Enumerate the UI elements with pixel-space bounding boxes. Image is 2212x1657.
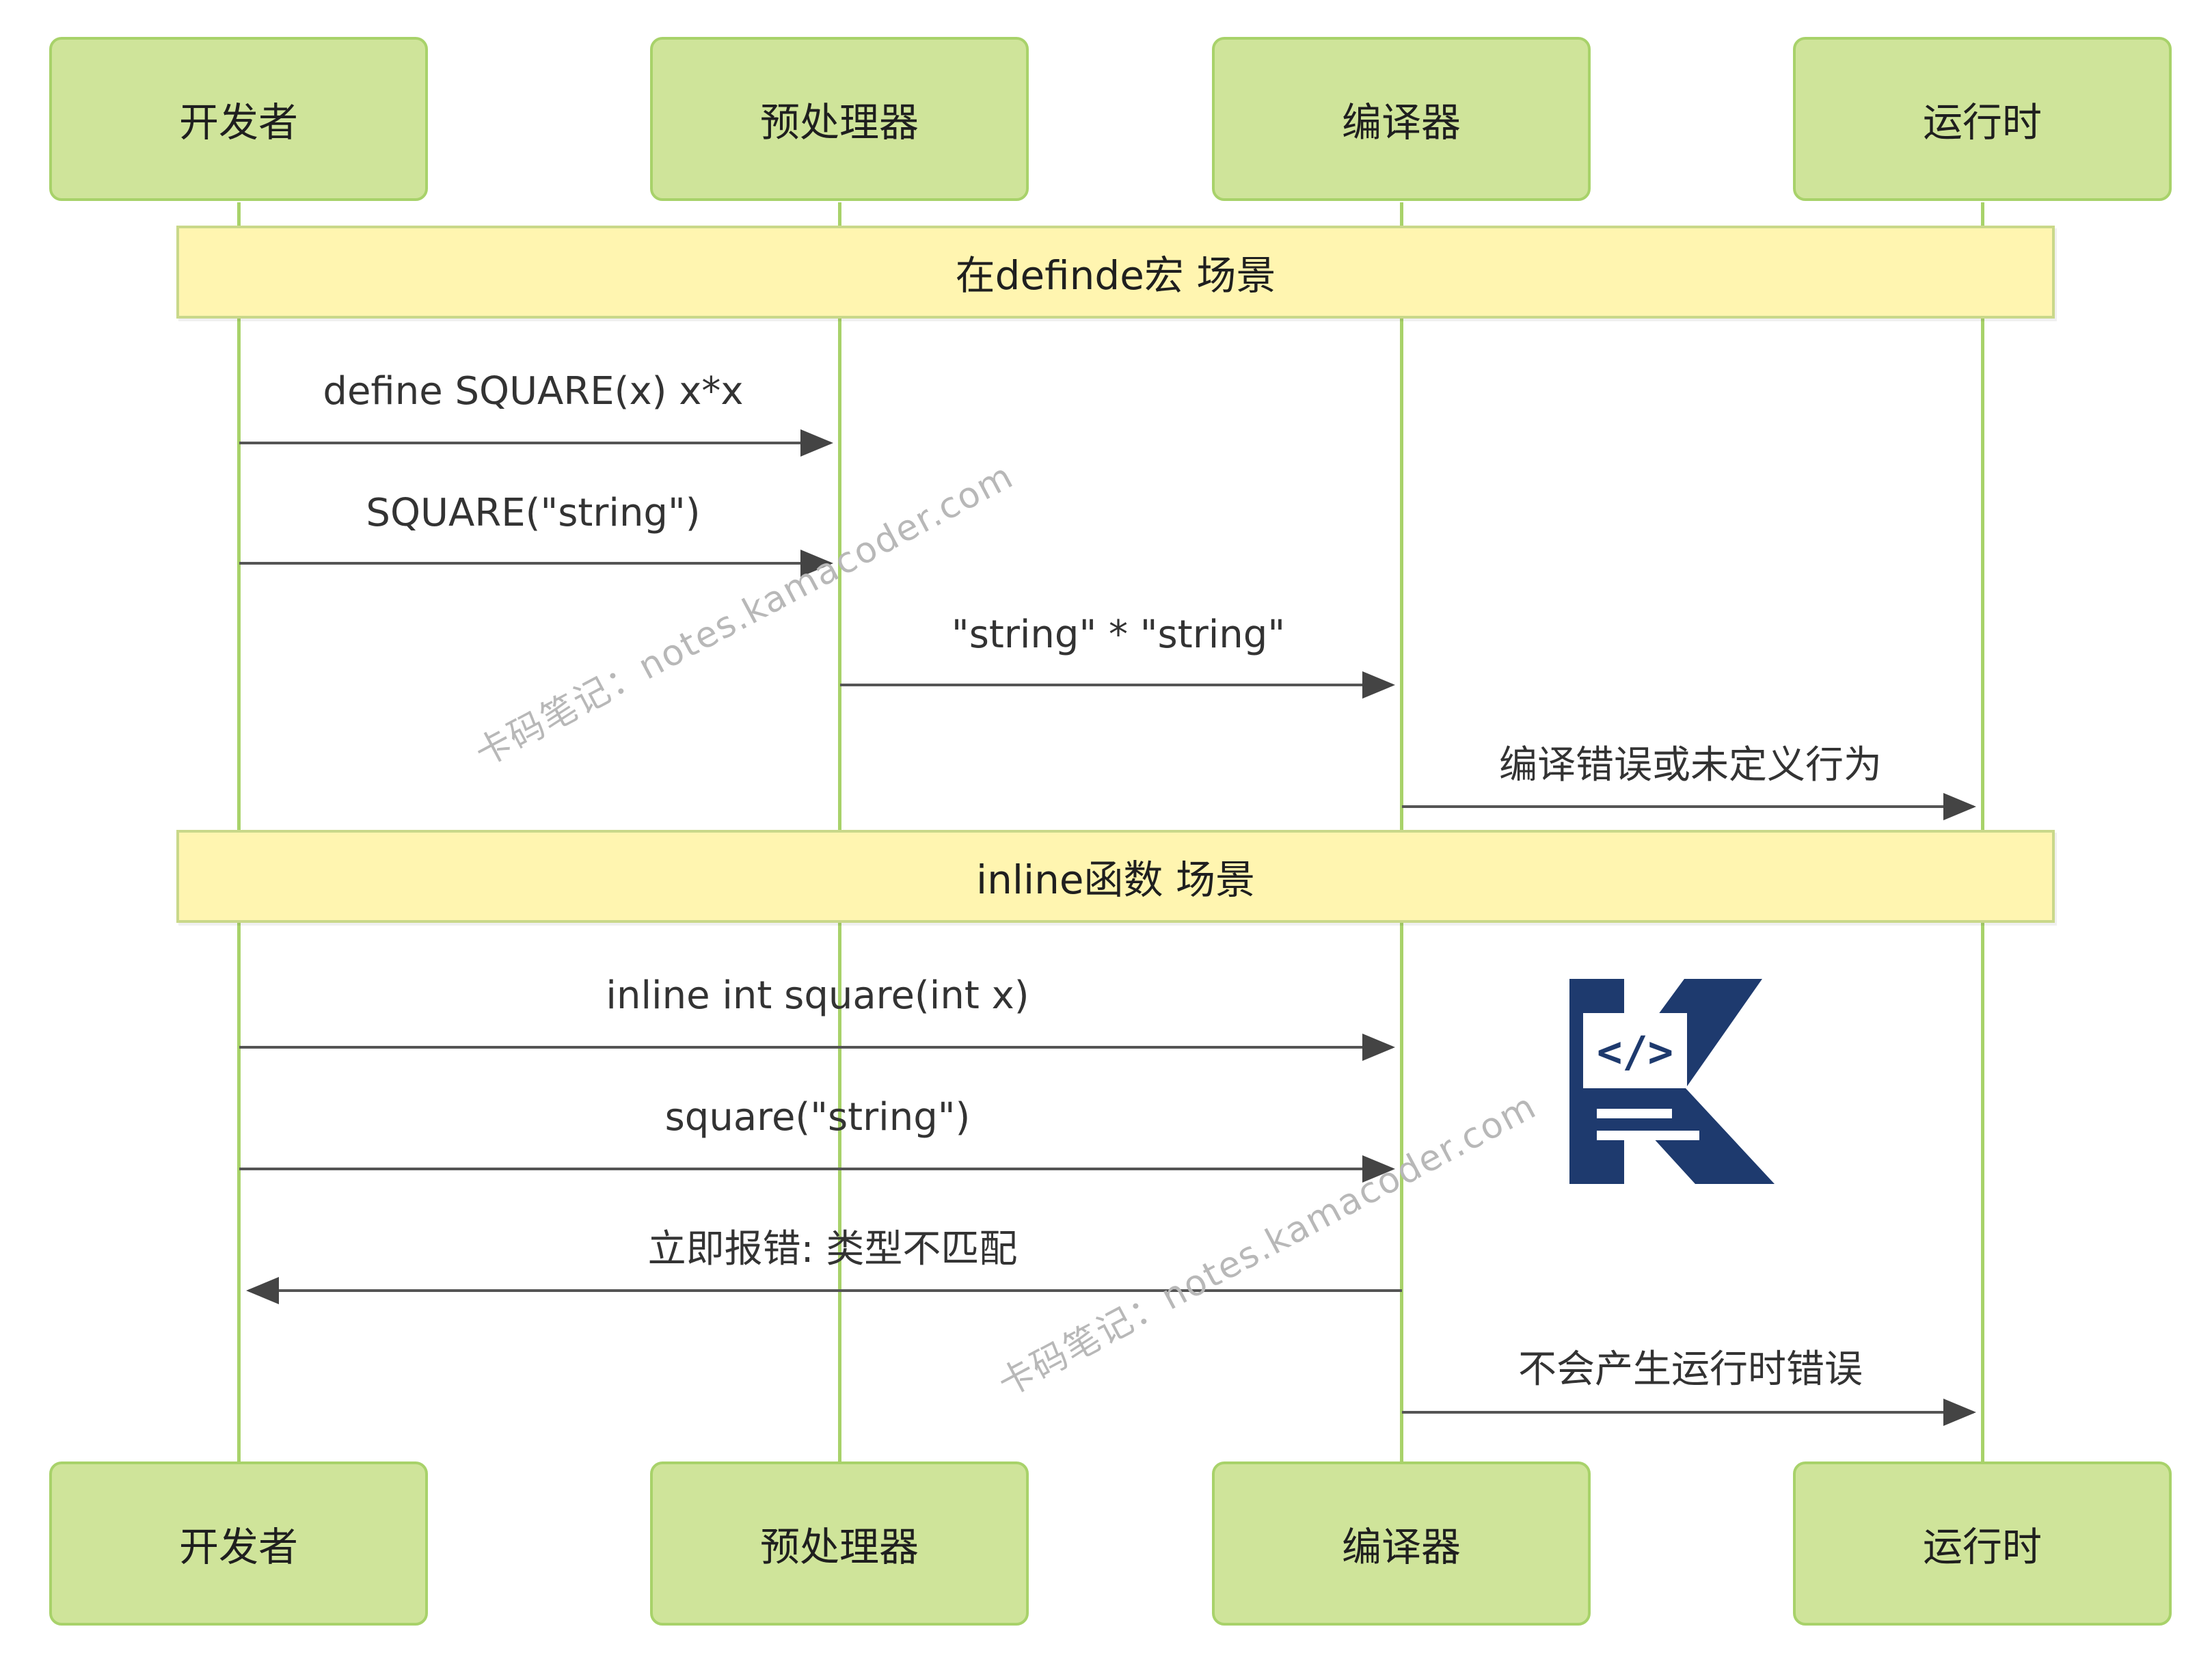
message-label-type-error: 立即报错: 类型不匹配 bbox=[647, 1227, 1018, 1271]
participant-developer-top: 开发者 bbox=[49, 37, 428, 201]
note-define-scene: 在definde宏 场景 bbox=[176, 226, 2055, 319]
participant-compiler-bottom: 编译器 bbox=[1212, 1461, 1591, 1626]
participant-runtime-top: 运行时 bbox=[1793, 37, 2172, 201]
kamacoder-logo-icon: </> bbox=[1569, 979, 1775, 1184]
participant-compiler-top: 编译器 bbox=[1212, 37, 1591, 201]
message-label-square-call: SQUARE("string") bbox=[366, 491, 701, 535]
message-label-string-mult: "string" * "string" bbox=[951, 612, 1286, 657]
note-inline-scene: inline函数 场景 bbox=[176, 830, 2055, 923]
participant-preprocessor-top: 预处理器 bbox=[650, 37, 1029, 201]
message-label-inline-def: inline int square(int x) bbox=[606, 973, 1029, 1018]
svg-text:</>: </> bbox=[1597, 1027, 1673, 1077]
message-label-inline-call: square("string") bbox=[664, 1095, 971, 1140]
participant-developer-bottom: 开发者 bbox=[49, 1461, 428, 1626]
participant-runtime-bottom: 运行时 bbox=[1793, 1461, 2172, 1626]
message-label-define: define SQUARE(x) x*x bbox=[323, 369, 744, 414]
message-label-compile-error: 编译错误或未定义行为 bbox=[1499, 743, 1882, 787]
participant-preprocessor-bottom: 预处理器 bbox=[650, 1461, 1029, 1626]
message-label-no-runtime-error: 不会产生运行时错误 bbox=[1518, 1347, 1863, 1392]
